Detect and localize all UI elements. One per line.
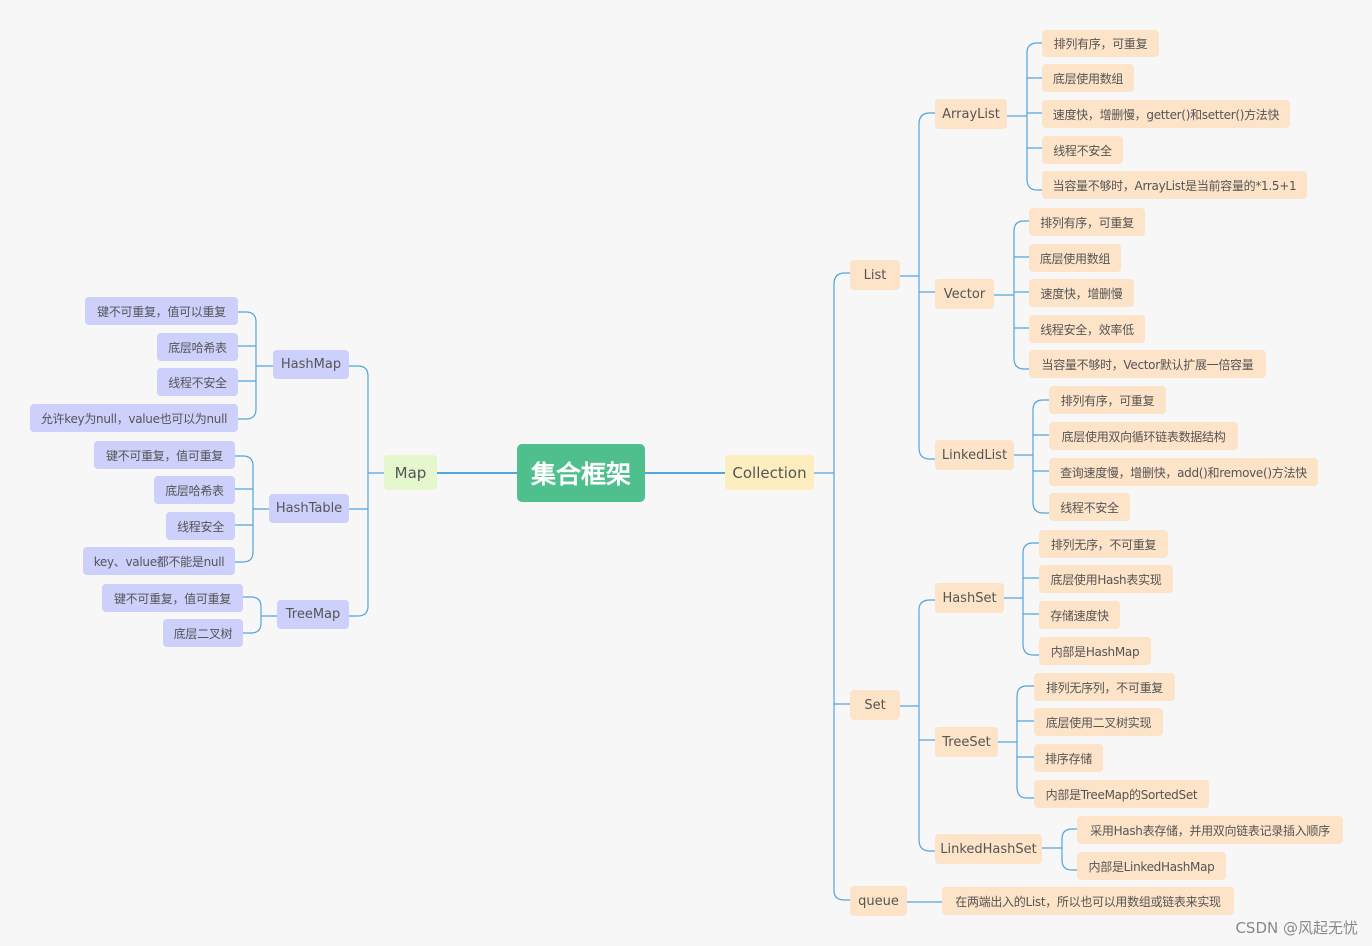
queue-node[interactable]: queue: [850, 886, 907, 916]
line-treemap-items: [243, 596, 277, 634]
hashmap-node[interactable]: HashMap: [273, 350, 349, 379]
linkedhashset-item: 内部是LinkedHashMap: [1077, 852, 1226, 880]
treemap-item: 底层二叉树: [163, 619, 243, 647]
line-collection-children: [814, 272, 850, 901]
root-node[interactable]: 集合框架: [517, 444, 645, 502]
treeset-item: 排序存储: [1034, 744, 1103, 772]
arraylist-item: 线程不安全: [1042, 136, 1123, 164]
line-treeset-items: [998, 685, 1034, 799]
line-map-children: [349, 365, 384, 617]
watermark: CSDN @风起无忧: [1235, 919, 1358, 937]
hashmap-item: 键不可重复，值可以重复: [85, 297, 238, 325]
hashset-item: 底层使用Hash表实现: [1039, 565, 1173, 593]
linkedhashset-item: 采用Hash表存储，并用双向链表记录插入顺序: [1077, 816, 1343, 844]
treeset-item: 内部是TreeMap的SortedSet: [1034, 780, 1209, 808]
hashset-node[interactable]: HashSet: [935, 583, 1004, 613]
linkedlist-item: 底层使用双向循环链表数据结构: [1049, 422, 1238, 450]
line-hashtable-items: [235, 455, 269, 563]
hashmap-item: 底层哈希表: [157, 333, 238, 361]
line-list-children: [900, 112, 935, 460]
hashtable-node[interactable]: HashTable: [269, 494, 349, 523]
arraylist-node[interactable]: ArrayList: [935, 99, 1007, 129]
arraylist-item: 排列有序，可重复: [1042, 30, 1159, 57]
vector-item: 排列有序，可重复: [1029, 208, 1145, 236]
linkedlist-item: 查询速度慢，增删快，add()和remove()方法快: [1049, 458, 1318, 486]
treemap-node[interactable]: TreeMap: [277, 600, 349, 629]
hashmap-item: 允许key为null，value也可以为null: [30, 404, 238, 432]
map-node[interactable]: Map: [384, 455, 437, 490]
linkedlist-item: 排列有序，可重复: [1049, 386, 1166, 414]
linkedlist-item: 线程不安全: [1049, 493, 1130, 521]
arraylist-item: 当容量不够时，ArrayList是当前容量的*1.5+1: [1042, 171, 1307, 199]
line-arraylist-items: [1007, 42, 1042, 191]
vector-item: 速度快，增删慢: [1029, 279, 1134, 307]
treemap-item: 键不可重复，值可重复: [102, 584, 243, 612]
hashmap-item: 线程不安全: [157, 368, 238, 396]
line-hashmap-items: [238, 311, 273, 420]
set-node[interactable]: Set: [850, 690, 900, 720]
vector-item: 线程安全，效率低: [1029, 315, 1145, 343]
hashtable-item: key、value都不能是null: [83, 547, 235, 575]
treeset-item: 底层使用二叉树实现: [1034, 708, 1163, 736]
linkedhashset-node[interactable]: LinkedHashSet: [935, 834, 1042, 864]
hashset-item: 内部是HashMap: [1039, 637, 1151, 665]
linkedlist-node[interactable]: LinkedList: [935, 440, 1014, 470]
hashtable-item: 键不可重复，值可重复: [94, 441, 235, 469]
hashtable-item: 线程安全: [166, 512, 235, 540]
queue-item: 在两端出入的List，所以也可以用数组或链表来实现: [942, 887, 1234, 915]
vector-item: 底层使用数组: [1029, 244, 1121, 272]
vector-node[interactable]: Vector: [935, 279, 994, 309]
line-vector-items: [994, 220, 1029, 370]
line-linkedlist-items: [1014, 399, 1049, 514]
hashset-item: 排列无序，不可重复: [1039, 530, 1168, 558]
arraylist-item: 底层使用数组: [1042, 64, 1134, 92]
treeset-node[interactable]: TreeSet: [935, 727, 998, 757]
arraylist-item: 速度快，增删慢，getter()和setter()方法快: [1042, 100, 1290, 128]
hashset-item: 存储速度快: [1039, 601, 1120, 629]
list-node[interactable]: List: [850, 260, 900, 290]
hashtable-item: 底层哈希表: [154, 476, 235, 504]
treeset-item: 排列无序列，不可重复: [1034, 673, 1175, 701]
vector-item: 当容量不够时，Vector默认扩展一倍容量: [1029, 350, 1266, 378]
line-set-children: [900, 599, 935, 852]
line-hashset-items: [1004, 542, 1039, 656]
collection-node[interactable]: Collection: [725, 455, 814, 490]
line-linkedhashset-items: [1042, 828, 1077, 871]
